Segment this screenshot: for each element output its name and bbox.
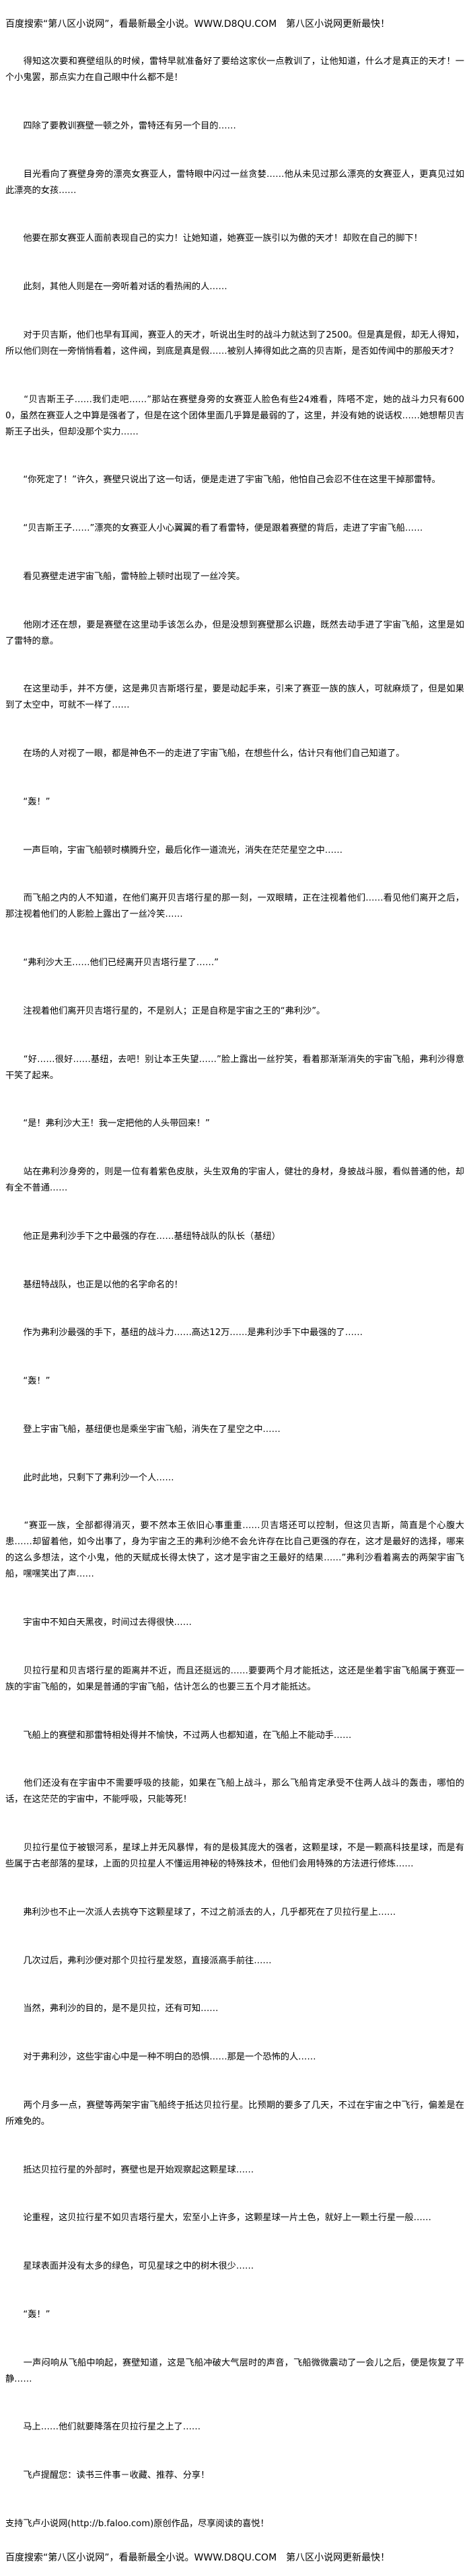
paragraph: 论重程，这贝拉行星不如贝吉塔行星大，宏至小上许多，这颗星球一片土色，就好上一颗土…	[5, 2213, 431, 2224]
paragraph: 站在弗利沙身旁的，则是一位有着紫色皮肤，头生双角的宇宙人，健壮的身材，身披战斗服…	[5, 1167, 464, 1193]
paragraph: 作为弗利沙最强的手下，基纽的战斗力……高达12万……是弗利沙手下中最强的了……	[5, 1328, 363, 1338]
paragraph: 基纽特战队，也正是以他的名字命名的！	[5, 1279, 183, 1290]
chapter-content: 得知这次要和赛壁组队的时候，雷特早就准备好了要给这家伙一点教训了，让他知道，什么…	[5, 54, 464, 2532]
paragraph: 贝拉行星位于被银河系，星球上并无风暴悍，有的是极其庞大的强者，这颗星球，不是一颗…	[5, 1843, 464, 1869]
paragraph: 贝拉行星和贝吉塔行星的距离并不近，而且还挺远的……要要两个月才能抵达，这还是坐着…	[5, 1665, 464, 1692]
paragraph: 得知这次要和赛壁组队的时候，雷特早就准备好了要给这家伙一点教训了，让他知道，什么…	[5, 56, 464, 83]
paragraph: “你死定了！”许久，赛壁只说出了这一句话，便是走进了宇宙飞船，他怕自己会忍不住在…	[5, 475, 441, 486]
paragraph: 对于贝吉斯，他们也早有耳闻，赛亚人的天才，听说出生时的战斗力就达到了2500。但…	[5, 330, 464, 356]
paragraph: “弗利沙大王……他们已经离开贝吉塔行星了……”	[5, 958, 219, 968]
paragraph: “轰！”	[5, 796, 50, 807]
paragraph: 此刻，其他人则是在一旁听着对话的看热闹的人……	[5, 282, 227, 292]
paragraph: 飞卢提醒您：读书三件事－收藏、推荐、分享！	[5, 2470, 210, 2480]
paragraph: 飞船上的赛壁和那雷特相处得并不愉快，不过两人也都知道，在飞船上不能动手……	[5, 1730, 352, 1741]
paragraph: 星球表面并没有太多的绿色，可见星球之中的树木很少……	[5, 2261, 254, 2271]
paragraph: 在场的人对视了一眼，都是神色不一的走进了宇宙飞船，在想些什么，估计只有他们自己知…	[5, 749, 405, 759]
paragraph: 登上宇宙飞船，基纽便也是乘坐宇宙飞船，消失在了星空之中……	[5, 1424, 281, 1435]
footer-banner: 百度搜索“第八区小说网”，看最新最全小说。WWW.D8QU.COM 第八区小说网…	[5, 2552, 390, 2563]
paragraph: “轰！”	[5, 2309, 50, 2320]
paragraph: 弗利沙也不止一次派人去挑夺下这颗星球了，不过之前派去的人，几乎都死在了贝拉行星上…	[5, 1907, 396, 1918]
paragraph: 他们还没有在宇宙中不需要呼吸的技能，如果在飞船上战斗，那么飞船肯定承受不住两人战…	[5, 1778, 464, 1805]
paragraph: 两个月多一点，赛壁等两架宇宙飞船终于抵达贝拉行星。比预期的要多了几天，不过在宇宙…	[5, 2100, 464, 2127]
paragraph: 他刚才还在想，要是赛壁在这里动手该怎么办，但是没想到赛壁那么识趣，既然去动手进了…	[5, 619, 464, 646]
paragraph: 在这里动手，并不方便，这是弗贝吉斯塔行星，要是动起手来，引来了赛亚一族的族人，可…	[5, 684, 464, 711]
paragraph: 对于弗利沙，这些宇宙心中是一种不明白的恐惧……那是一个恐怖的人……	[5, 2052, 316, 2062]
paragraph: 一声闷响从飞船中响起，赛壁知道，这是飞船冲破大气层时的声音，飞船微微震动了一会儿…	[5, 2357, 464, 2384]
paragraph: 目光看向了赛壁身旁的漂亮女赛亚人，雷特眼中闪过一丝贪婪……他从未见过那么漂亮的女…	[5, 169, 464, 196]
paragraph: “好……很好……基纽，去吧！别让本王失望……”脸上露出一丝狞笑，看着那渐渐消失的…	[5, 1054, 464, 1081]
paragraph: “轰！”	[5, 1376, 50, 1386]
paragraph: “贝吉斯王子……我们走吧……”那站在赛壁身旁的女赛亚人脸色有些24难看，阵嗒不定…	[5, 394, 464, 437]
paragraph: 注视着他们离开贝吉塔行星的，不是别人；正是自称是宇宙之王的“弗利沙”。	[5, 1006, 326, 1016]
paragraph: 当然，弗利沙的目的，是不是贝拉，还有可知……	[5, 2004, 219, 2014]
paragraph: 支持飞卢小说网(http://b.faloo.com)原创作品，尽享阅读的喜悦！	[5, 2518, 269, 2529]
paragraph: 几次过后，弗利沙便对那个贝拉行星发怒，直接派高手前往……	[5, 1955, 272, 1966]
paragraph: “赛亚一族，全部都得消灭，要不然本王依旧心事重重……贝吉塔还可以控制，但这贝吉斯…	[5, 1521, 464, 1580]
paragraph: 而飞船之内的人不知道，在他们离开贝吉塔行星的那一刻，一双眼睛，正在注视着他们………	[5, 893, 464, 920]
paragraph: 四除了要教训赛壁一顿之外，雷特还有另一个目的……	[5, 120, 236, 131]
paragraph: 一声巨响，宇宙飞船顿时横腾升空，最后化作一道流光，消失在茫茫星空之中……	[5, 845, 343, 856]
paragraph: 马上……他们就要降落在贝拉行星之上了……	[5, 2422, 201, 2433]
paragraph: 看见赛壁走进宇宙飞船，雷特脸上顿时出现了一丝冷笑。	[5, 571, 246, 582]
paragraph: 他要在那女赛亚人面前表现自己的实力！让她知道，她赛亚一族引以为傲的天才！却败在自…	[5, 233, 423, 244]
paragraph: 抵达贝拉行星的外部时，赛壁也是开始观察起这颗星球……	[5, 2164, 254, 2175]
paragraph: 此时此地，只剩下了弗利沙一个人……	[5, 1472, 174, 1483]
paragraph: “是！弗利沙大王！我一定把他的人头带回来！”	[5, 1119, 210, 1129]
paragraph: “贝吉斯王子……”漂亮的女赛亚人小心翼翼的看了看雷特，便是跟着赛壁的背后，走进了…	[5, 523, 423, 533]
paragraph: 宇宙中不知白天黑夜，时间过去得很快……	[5, 1618, 192, 1628]
header-banner: 百度搜索“第八区小说网”，看最新最全小说。WWW.D8QU.COM 第八区小说网…	[5, 19, 390, 30]
paragraph: 他正是弗利沙手下之中最强的存在……基纽特战队的队长（基纽）	[5, 1231, 281, 1242]
